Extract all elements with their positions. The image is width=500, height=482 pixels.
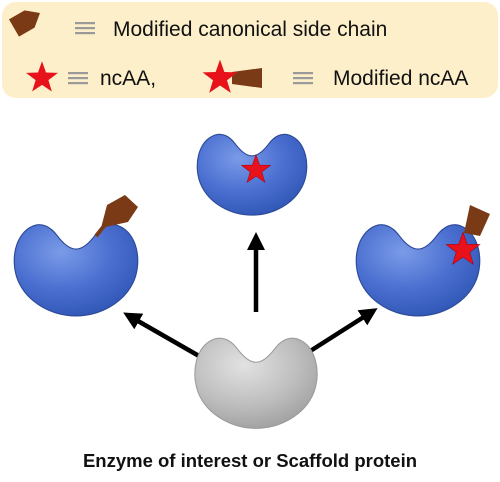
legend-modified-ncaa-icon <box>202 59 262 93</box>
equivalence-icon <box>75 22 95 35</box>
caption: Enzyme of interest or Scaffold protein <box>83 450 417 471</box>
equivalence-icon <box>68 72 88 85</box>
legend-label-modified-canonical: Modified canonical side chain <box>113 18 387 41</box>
arrow-to-left <box>123 312 201 358</box>
legend-label-ncaa: ncAA, <box>100 67 156 90</box>
side-chain-pentagon-icon <box>94 195 138 238</box>
star-with-side-chain-icon <box>445 205 490 265</box>
legend: Modified canonical side chain ncAA, Modi… <box>2 2 498 98</box>
enzyme-modified-canonical <box>13 224 139 317</box>
equivalence-icon <box>293 72 313 85</box>
legend-box <box>2 2 498 98</box>
legend-side-chain-icon <box>9 10 40 37</box>
reaction-arrows <box>123 232 378 358</box>
enzyme-base-gray <box>194 337 318 429</box>
legend-label-modified-ncaa: Modified ncAA <box>333 67 468 90</box>
arrow-to-right <box>302 308 378 357</box>
